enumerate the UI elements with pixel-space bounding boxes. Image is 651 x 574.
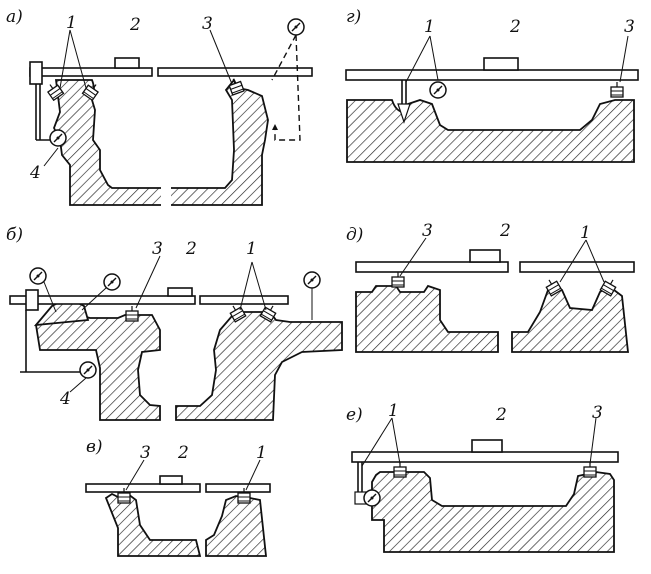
panel-b-indicator-right xyxy=(303,271,321,289)
panel-b-indicator-left xyxy=(29,267,47,285)
panel-d-callout-2: 2 xyxy=(499,221,511,241)
panel-g: г) 1 2 3 xyxy=(345,7,639,163)
panel-b-left-block xyxy=(35,311,161,421)
panel-b-support-3 xyxy=(125,305,139,322)
panel-d-callout-1: 1 xyxy=(580,223,591,243)
panel-d: д) 3 2 1 xyxy=(346,221,635,353)
panel-b-indicator-top xyxy=(103,273,121,291)
panel-a-callout-3: 3 xyxy=(202,14,213,34)
panel-d-callout-3: 3 xyxy=(422,221,433,241)
panel-a-callout-4: 4 xyxy=(29,163,41,183)
panel-b-callout-1: 1 xyxy=(246,239,257,259)
panel-b-bridge-left xyxy=(9,295,196,305)
panel-a-bridge-left xyxy=(29,67,153,77)
panel-b-letter: б) xyxy=(6,225,23,245)
panel-a-indicator-right xyxy=(287,18,305,36)
panel-e-callout-1: 1 xyxy=(388,401,399,421)
panel-b-bracket xyxy=(25,289,39,311)
panel-b-callout-2: 2 xyxy=(185,239,197,259)
panel-e-support-3 xyxy=(583,461,597,478)
panel-v-bridge-right xyxy=(205,483,271,493)
panel-g-level xyxy=(483,57,519,71)
panel-g-probe xyxy=(397,103,411,124)
panel-d-support-3 xyxy=(391,271,405,288)
panel-v-callout-3: 3 xyxy=(140,443,151,463)
panel-g-letter: г) xyxy=(346,7,361,27)
panel-e-bridge xyxy=(351,451,619,463)
panel-a-callout-2: 2 xyxy=(129,15,141,35)
panel-v-letter: в) xyxy=(86,437,103,457)
panel-e-callout-3: 3 xyxy=(592,403,603,423)
panel-g-callout-1: 1 xyxy=(424,17,435,37)
panel-d-level xyxy=(469,249,501,263)
panel-e-support-1 xyxy=(393,461,407,478)
panel-e-level xyxy=(471,439,503,453)
panel-e-block xyxy=(371,471,615,553)
panel-g-bridge xyxy=(345,69,639,81)
panel-g-indicator xyxy=(429,81,447,99)
panel-g-support-3 xyxy=(610,81,624,98)
panel-b-callout-4: 4 xyxy=(59,389,71,409)
panel-g-callout-2: 2 xyxy=(509,17,521,37)
panel-d-right-block xyxy=(511,284,630,353)
panel-a-bracket xyxy=(29,61,43,85)
panel-b-callout-3: 3 xyxy=(152,239,163,259)
panel-a-bridge-right xyxy=(157,67,313,77)
panel-g-block xyxy=(346,99,635,163)
panel-v-level xyxy=(159,475,183,485)
panel-a-indicator-4 xyxy=(49,129,67,147)
panel-v-bridge-left xyxy=(85,483,201,493)
panel-b-indicator-4 xyxy=(79,361,97,379)
panel-a-letter: а) xyxy=(6,7,23,27)
panel-d-bridge-right xyxy=(519,261,635,273)
panel-e-indicator xyxy=(363,489,381,507)
panel-a-callout-1: 1 xyxy=(66,13,77,33)
panel-a-level xyxy=(114,57,140,69)
panel-e-letter: е) xyxy=(346,405,363,425)
panel-b: б) 3 2 1 4 xyxy=(6,225,343,421)
panel-e-callout-2: 2 xyxy=(495,405,507,425)
panel-v-right-block xyxy=(205,495,268,557)
panel-d-bridge-left xyxy=(355,261,509,273)
panel-e: е) 1 2 3 xyxy=(346,401,619,553)
panel-a: а) 1 2 3 4 xyxy=(6,7,313,208)
panel-b-bridge-right xyxy=(199,295,289,305)
panel-d-letter: д) xyxy=(346,225,363,245)
panel-d-left-block xyxy=(355,284,499,353)
panel-v-callout-2: 2 xyxy=(177,443,189,463)
panel-v-callout-1: 1 xyxy=(256,443,267,463)
panel-v: в) 3 2 1 xyxy=(85,437,271,557)
panel-b-level xyxy=(167,287,193,297)
panel-b-right-block xyxy=(175,311,343,421)
panel-g-callout-3: 3 xyxy=(624,17,635,37)
